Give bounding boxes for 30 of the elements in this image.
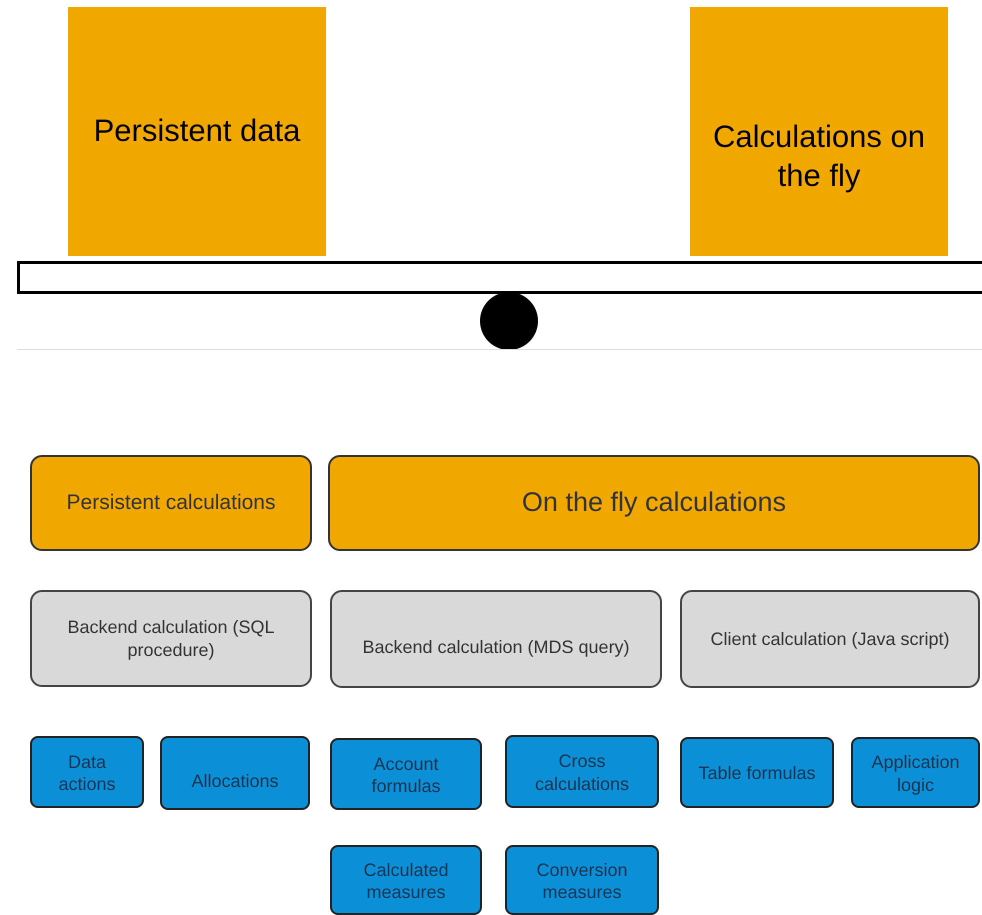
box-label: Backend calculation (MDS query) — [362, 636, 630, 658]
category-box — [690, 7, 948, 256]
box-label: Data actions — [57, 750, 117, 796]
calculation-type-box — [680, 737, 834, 808]
box-label: Client calculation (Java script) — [710, 628, 950, 650]
category-header — [30, 455, 312, 551]
box-label: Table formulas — [698, 762, 816, 785]
calculation-layer-box — [680, 590, 980, 688]
calculation-type-box — [505, 845, 659, 915]
calculation-type-box — [505, 735, 659, 808]
calculation-type-box — [330, 845, 482, 915]
box-label: Cross calculations — [534, 750, 630, 795]
calculation-layer-box — [30, 590, 312, 687]
calculation-type-box — [30, 736, 144, 808]
box-label: Backend calculation (SQL procedure) — [66, 616, 276, 661]
box-label: Calculated measures — [362, 858, 450, 904]
box-label: Calculations on the fly — [712, 118, 926, 194]
calculation-type-box — [851, 737, 980, 808]
category-header — [328, 455, 980, 551]
calculation-type-box — [160, 736, 310, 810]
box-label: Persistent data — [94, 112, 300, 150]
box-label: Application logic — [870, 751, 961, 796]
calculation-layer-box — [330, 590, 662, 688]
box-label: Allocations — [191, 770, 279, 792]
box-label: Account formulas — [370, 752, 442, 798]
box-label: Persistent calculations — [66, 490, 276, 516]
calculation-type-box — [330, 738, 482, 810]
box-label: On the fly calculations — [522, 486, 786, 520]
box-label: Conversion measures — [535, 858, 629, 904]
category-box — [68, 7, 326, 256]
